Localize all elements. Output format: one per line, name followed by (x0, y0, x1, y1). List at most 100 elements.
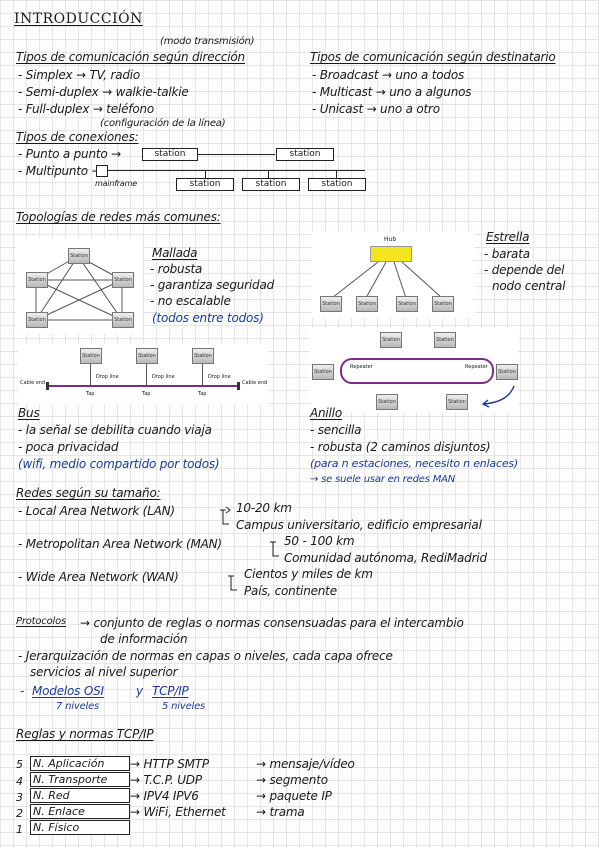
tcpip-heading: Reglas y normas TCP/IP (16, 727, 154, 741)
man-label: - Metropolitan Area Network (MAN) (18, 537, 222, 551)
star-item: - depende del (484, 263, 565, 277)
mesh-item: - robusta (150, 262, 203, 276)
station-box: station (176, 178, 234, 191)
mesh-note: (todos entre todos) (152, 311, 264, 325)
drop-line (336, 170, 337, 178)
layer-network: N. Red (30, 788, 130, 803)
hierarchy-text-cont: servicios al nivel superior (30, 665, 178, 679)
p2p-label: - Punto a punto → (18, 147, 121, 161)
connections-heading: Tipos de conexiones: (16, 130, 139, 144)
star-diagram: Hub Station Station Station Station (312, 232, 474, 318)
station-icon: Station (320, 296, 342, 312)
station-box: station (142, 148, 198, 161)
mesh-diagram: Station Station Station Station Station (16, 238, 142, 334)
transmission-note: (modo transmisión) (160, 36, 255, 47)
destination-item: - Broadcast → uno a todos (312, 68, 465, 82)
ring-note-2: → se suele usar en redes MAN (310, 474, 456, 485)
star-item: - barata (484, 247, 530, 261)
bus-title: Bus (18, 406, 40, 420)
station-box: station (276, 148, 334, 161)
layer-number: 4 (16, 775, 23, 788)
ring-diagram: Station Station Station Station Station … (310, 328, 518, 412)
drop-line (268, 170, 269, 178)
layer-physical: N. Físico (30, 820, 130, 835)
layer-unit: → paquete IP (256, 789, 332, 803)
transmission-item: - Full-duplex → teléfono (18, 102, 155, 116)
p2p-link (197, 154, 275, 155)
tap-label: Tap (86, 391, 95, 397)
lan-label: - Local Area Network (LAN) (18, 504, 175, 518)
ring-note: (para n estaciones, necesito n enlaces) (310, 457, 519, 470)
drop-line (146, 364, 147, 386)
bracket (270, 541, 279, 557)
hub-icon (370, 246, 412, 262)
layer-unit: → trama (256, 805, 305, 819)
drop-line-label: Drop line (152, 374, 175, 380)
protocols-definition-cont: de información (100, 632, 188, 646)
repeater-label: Repeater (350, 364, 373, 370)
osi-levels: 7 niveles (56, 701, 100, 712)
man-example: Comunidad autónoma, RediMadrid (284, 551, 487, 565)
station-icon: Station (26, 312, 48, 328)
cable-end-label: Cable end (20, 380, 46, 386)
layer-number: 1 (16, 823, 23, 836)
transmission-item: - Simplex → TV, radio (18, 68, 141, 82)
mesh-item: - garantiza seguridad (150, 278, 275, 292)
tcpip-model: TCP/IP (152, 684, 189, 698)
bracket (220, 506, 231, 525)
bus-note: (wifi, medio compartido por todos) (18, 457, 220, 471)
topologies-heading: Topologías de redes más comunes: (16, 210, 221, 224)
drop-line-label: Drop line (208, 374, 231, 380)
station-icon: Station (112, 312, 134, 328)
models-prefix: - (20, 684, 25, 698)
bracket (228, 575, 237, 591)
wan-example: País, continente (244, 584, 337, 598)
bus-diagram: Station Station Station Drop line Drop l… (18, 344, 268, 404)
station-icon: Station (446, 394, 468, 410)
layer-protocols: → IPV4 IPV6 (130, 789, 199, 803)
mainframe-icon (96, 165, 108, 177)
drop-line (90, 364, 91, 386)
star-item: nodo central (492, 279, 566, 293)
size-heading: Redes según su tamaño: (16, 486, 161, 500)
protocols-definition: → conjunto de reglas o normas consensuad… (80, 616, 464, 630)
layer-link: N. Enlace (30, 804, 130, 819)
tap-label: Tap (142, 391, 151, 397)
station-icon: Station (396, 296, 418, 312)
cable-end-label: Cable end (242, 380, 268, 386)
station-box: station (242, 178, 300, 191)
layer-number: 3 (16, 791, 23, 804)
models-conjunction: y (136, 684, 143, 698)
multipoint-bus (107, 170, 365, 171)
hierarchy-text: - Jerarquización de normas en capas o ni… (18, 649, 393, 663)
station-icon: Station (312, 364, 334, 380)
station-icon: Station (432, 296, 454, 312)
layer-protocols: → WiFi, Ethernet (130, 805, 226, 819)
drop-line (205, 170, 206, 178)
cable-end-left (46, 382, 49, 390)
bus-item: - poca privacidad (18, 440, 119, 454)
mesh-item: - no escalable (150, 294, 231, 308)
layer-application: N. Aplicación (30, 756, 130, 771)
station-icon: Station (434, 332, 456, 348)
station-icon: Station (376, 394, 398, 410)
mesh-title: Mallada (152, 246, 198, 260)
destination-heading: Tipos de comunicación según destinatario (310, 50, 556, 64)
wan-range: Cientos y miles de km (244, 567, 373, 581)
destination-item: - Unicast → uno a otro (312, 102, 440, 116)
multipoint-label: - Multipunto → (18, 164, 102, 178)
layer-transport: N. Transporte (30, 772, 130, 787)
tcpip-levels: 5 niveles (162, 701, 206, 712)
station-icon: Station (496, 364, 518, 380)
lan-example: Campus universitario, edificio empresari… (236, 518, 482, 532)
station-icon: Station (136, 348, 158, 364)
cable-end-right (237, 382, 240, 390)
mainframe-label: mainframe (95, 179, 137, 188)
ring-item: - sencilla (310, 423, 362, 437)
station-icon: Station (192, 348, 214, 364)
station-icon: Station (112, 272, 134, 288)
station-icon: Station (356, 296, 378, 312)
osi-model: Modelos OSI (32, 684, 104, 698)
man-range: 50 - 100 km (284, 534, 355, 548)
layer-number: 5 (16, 758, 23, 771)
